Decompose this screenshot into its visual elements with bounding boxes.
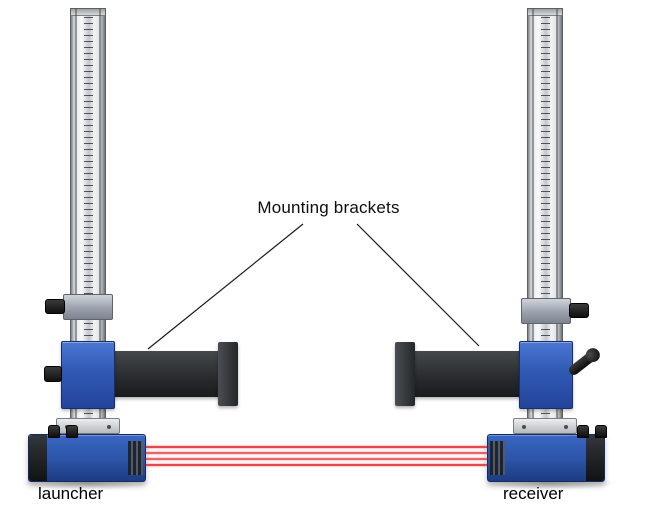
laser-beam xyxy=(146,458,487,460)
mounting-brackets-label: Mounting brackets xyxy=(257,198,400,217)
receiver-rail-groove xyxy=(556,9,558,429)
launcher-label: launcher xyxy=(38,484,104,503)
receiver-label: receiver xyxy=(503,484,564,503)
receiver-clamp-knob xyxy=(569,303,589,318)
launcher-base-endcap xyxy=(29,435,47,481)
receiver-carriage xyxy=(519,341,573,409)
receiver-aperture xyxy=(490,441,505,475)
lever-ball-icon xyxy=(583,345,603,365)
launcher-aperture xyxy=(128,441,143,475)
receiver-bracket-flange xyxy=(395,342,415,406)
screw-icon xyxy=(564,425,568,429)
receiver-clamp-collar xyxy=(521,298,571,324)
screw-icon xyxy=(522,425,526,429)
launcher-rail-groove xyxy=(99,9,101,429)
launcher-clamp-collar xyxy=(63,294,113,320)
laser-beam xyxy=(146,446,487,448)
receiver-ruler-scale xyxy=(541,17,550,415)
pointer-line-left xyxy=(147,223,304,350)
launcher-base xyxy=(28,434,146,482)
screw-icon xyxy=(107,425,111,429)
launcher-base-knob xyxy=(66,425,78,438)
launcher-rail-cap xyxy=(71,9,105,16)
launcher-base-knob xyxy=(48,425,60,438)
receiver-rail-groove xyxy=(532,9,534,429)
launcher-mounting-bracket xyxy=(112,351,222,397)
receiver-rail-cap xyxy=(528,9,562,16)
launcher-carriage-knob xyxy=(44,366,62,382)
laser-beam xyxy=(146,452,487,454)
launcher-carriage xyxy=(61,341,115,409)
launcher-ruler-scale xyxy=(84,17,93,415)
receiver-mounting-bracket xyxy=(413,351,523,397)
receiver-base xyxy=(487,434,605,482)
launcher-rail-groove xyxy=(75,9,77,429)
launcher-bracket-flange xyxy=(218,342,238,406)
receiver-base-knob xyxy=(577,425,589,438)
receiver-base-endcap xyxy=(586,435,604,481)
pointer-line-right xyxy=(356,223,480,347)
receiver-base-plate xyxy=(513,418,577,434)
receiver-base-knob xyxy=(595,425,607,438)
laser-beam xyxy=(146,464,487,466)
launcher-clamp-knob xyxy=(45,299,65,314)
laser-beams xyxy=(146,446,487,468)
